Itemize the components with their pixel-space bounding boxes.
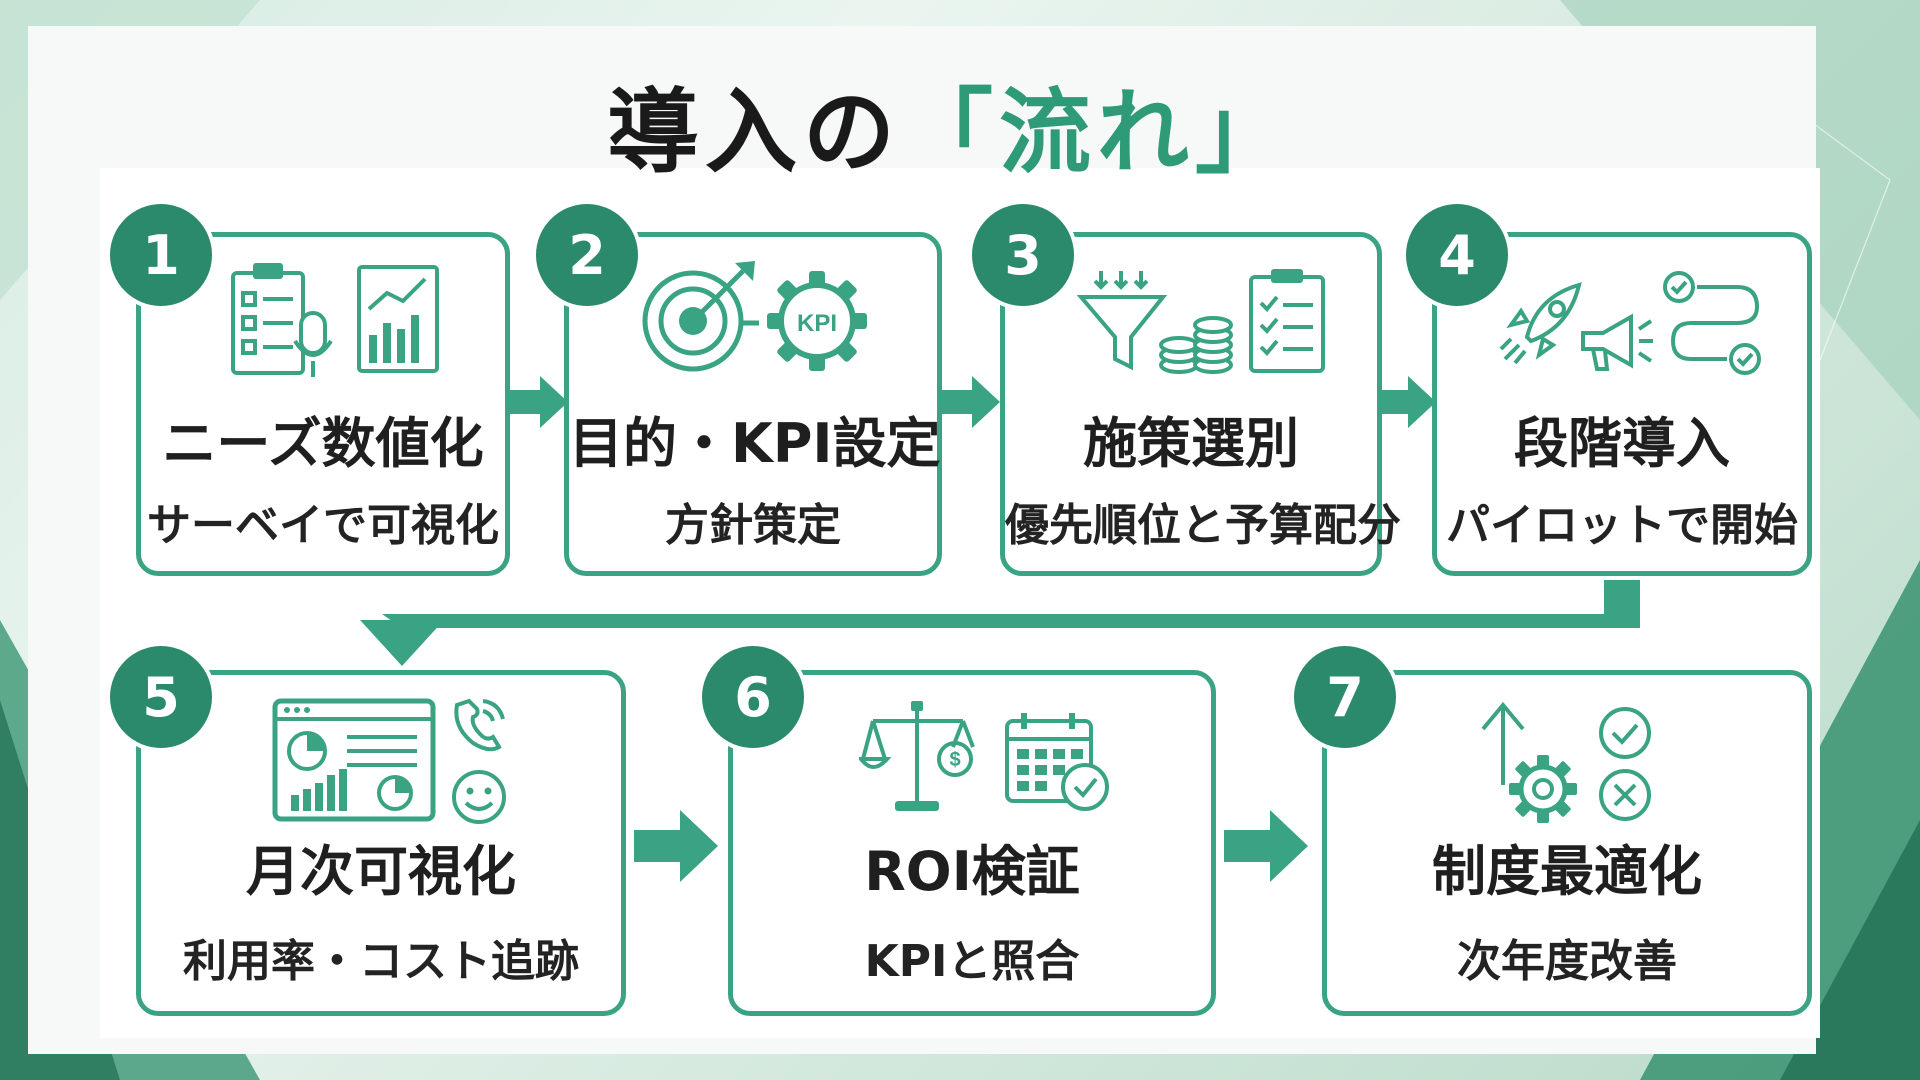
arrow-2-to-3 bbox=[942, 376, 1000, 428]
step-4-icons bbox=[1497, 267, 1767, 377]
step-5-heading: 月次可視化 bbox=[246, 840, 516, 903]
step-1-sub: サーベイで可視化 bbox=[147, 500, 499, 551]
step-3-icons bbox=[1077, 267, 1327, 377]
check-circle-icon bbox=[1599, 707, 1651, 759]
title-main: 導入の bbox=[606, 79, 901, 186]
step-2-icons: KPI bbox=[639, 257, 879, 377]
arrow-5-to-6 bbox=[634, 810, 718, 882]
step-5-icons bbox=[271, 697, 511, 827]
bar-chart-icon bbox=[357, 265, 439, 373]
page-title: 導入の「流れ」 bbox=[0, 58, 1900, 191]
step-card-4: 段階導入 パイロットで開始 bbox=[1432, 232, 1812, 576]
step-4-heading: 段階導入 bbox=[1514, 412, 1730, 475]
arrow-6-to-7 bbox=[1224, 810, 1308, 882]
step-6-number: 6 bbox=[702, 646, 804, 748]
step-4-sub: パイロットで開始 bbox=[1446, 500, 1798, 551]
funnel-icon bbox=[1077, 271, 1167, 371]
step-6-heading: ROI検証 bbox=[864, 840, 1080, 903]
x-circle-icon bbox=[1599, 769, 1651, 821]
workflow-icon bbox=[1663, 271, 1761, 375]
balance-scale-icon: $ bbox=[859, 701, 975, 811]
kpi-label: KPI bbox=[797, 310, 837, 337]
coins-icon bbox=[1159, 316, 1233, 374]
phone-icon bbox=[454, 698, 505, 752]
step-3-heading: 施策選別 bbox=[1083, 412, 1299, 475]
step-card-2: KPI 目的・KPI設定 方針策定 bbox=[564, 232, 942, 576]
step-2-number: 2 bbox=[536, 204, 638, 306]
dashboard-icon bbox=[272, 698, 436, 822]
step-1-heading: ニーズ数値化 bbox=[162, 412, 484, 475]
step-card-5: 月次可視化 利用率・コスト追跡 bbox=[136, 670, 626, 1016]
step-2-heading: 目的・KPI設定 bbox=[569, 412, 941, 475]
step-5-number: 5 bbox=[110, 646, 212, 748]
step-1-icons bbox=[229, 259, 459, 379]
step-6-sub: KPIと照合 bbox=[864, 936, 1080, 987]
step-card-7: 制度最適化 次年度改善 bbox=[1322, 670, 1812, 1016]
calendar-check-icon bbox=[1005, 713, 1109, 811]
step-6-icons: $ bbox=[859, 697, 1119, 827]
step-3-sub: 優先順位と予算配分 bbox=[1005, 500, 1401, 551]
target-icon bbox=[642, 261, 759, 372]
step-5-sub: 利用率・コスト追跡 bbox=[183, 936, 579, 987]
step-7-sub: 次年度改善 bbox=[1457, 936, 1677, 987]
step-7-icons bbox=[1477, 699, 1677, 829]
step-1-number: 1 bbox=[110, 204, 212, 306]
arrow-1-to-2 bbox=[510, 376, 568, 428]
svg-text:$: $ bbox=[949, 749, 960, 771]
up-arrow-icon bbox=[1481, 701, 1525, 785]
arrow-4-to-5 bbox=[360, 580, 1640, 666]
gear-icon bbox=[1509, 755, 1577, 823]
microphone-icon bbox=[293, 311, 333, 377]
step-4-number: 4 bbox=[1406, 204, 1508, 306]
step-card-6: $ ROI検証 KPIと照合 bbox=[728, 670, 1216, 1016]
step-7-number: 7 bbox=[1294, 646, 1396, 748]
step-2-sub: 方針策定 bbox=[665, 500, 841, 551]
step-card-3: 施策選別 優先順位と予算配分 bbox=[1000, 232, 1401, 576]
rocket-icon bbox=[1499, 282, 1582, 365]
smiley-icon bbox=[452, 770, 506, 824]
kpi-gear-icon: KPI bbox=[767, 271, 867, 371]
checklist-icon bbox=[1249, 269, 1325, 373]
title-accent: 「流れ」 bbox=[901, 79, 1294, 186]
arrow-3-to-4 bbox=[1378, 376, 1436, 428]
megaphone-icon bbox=[1581, 313, 1653, 371]
step-7-heading: 制度最適化 bbox=[1432, 840, 1702, 903]
step-3-number: 3 bbox=[972, 204, 1074, 306]
